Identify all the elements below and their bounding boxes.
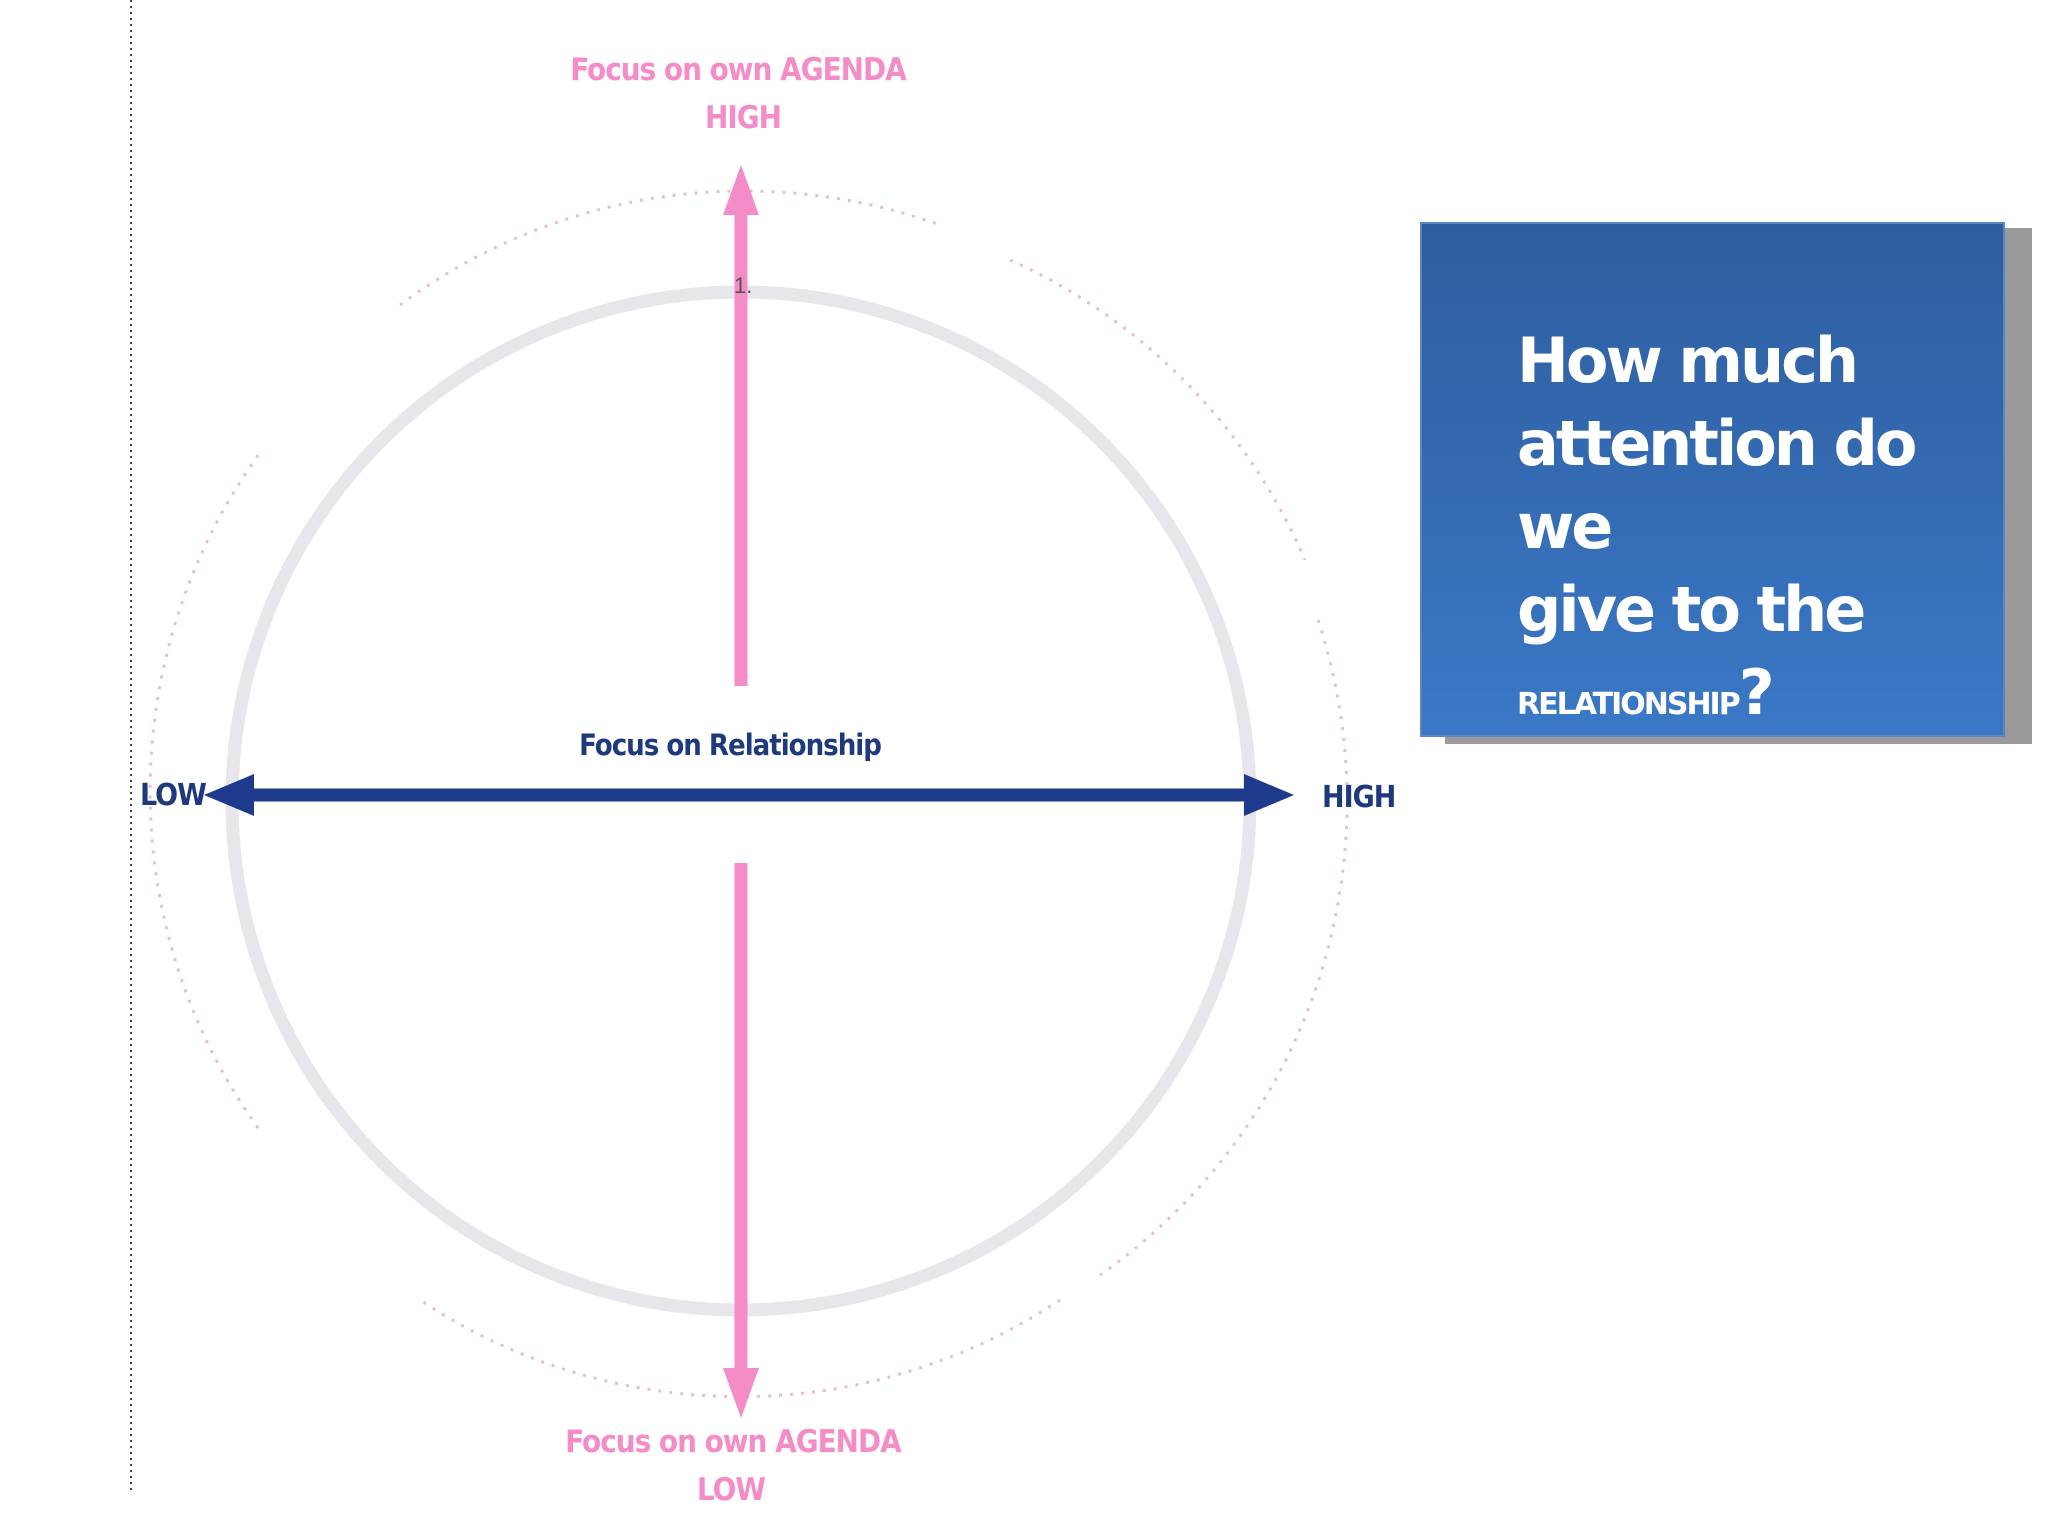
relationship-low-label: LOW [140,778,206,813]
question-box: How much attention do we give to the rel… [1420,222,2005,737]
question-line-3: give to the [1517,573,1866,646]
question-mark: ? [1738,656,1775,729]
relationship-axis-label: Focus on Relationship [579,728,881,762]
question-line-4: relationship? [1517,651,1987,746]
quadrant-marker: 1. [734,273,752,298]
agenda-axis-down-arrowhead [723,1368,759,1418]
question-text: How much attention do we give to the rel… [1517,319,1987,746]
agenda-axis-up-arrowhead [723,165,759,215]
relationship-axis-left-arrowhead [204,774,254,816]
agenda-bottom-level: LOW [697,1472,765,1508]
agenda-axis [723,165,759,1418]
agenda-top-label: Focus on own AGENDA [570,52,907,88]
relationship-axis-right-arrowhead [1244,774,1294,816]
outer-dotted-ring [148,189,1349,1399]
question-line-2: attention do we [1517,407,1918,563]
question-relationship-word: relationship [1517,687,1741,722]
relationship-high-label: HIGH [1322,780,1395,815]
relationship-axis [204,774,1294,816]
agenda-top-level: HIGH [705,100,781,136]
question-line-1: How much [1517,324,1859,397]
agenda-bottom-label: Focus on own AGENDA [565,1424,902,1460]
